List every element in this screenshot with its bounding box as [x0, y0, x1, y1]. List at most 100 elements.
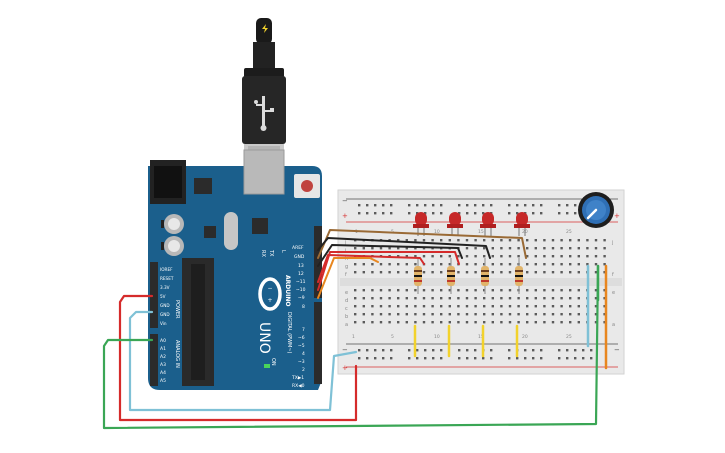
breadboard-hole[interactable] [543, 297, 546, 300]
breadboard-hole[interactable] [448, 313, 451, 316]
breadboard-hole[interactable] [500, 255, 503, 258]
breadboard-hole[interactable] [458, 204, 461, 207]
breadboard-hole[interactable] [508, 305, 512, 308]
breadboard-hole[interactable] [362, 297, 365, 300]
breadboard-hole[interactable] [526, 297, 529, 300]
breadboard-hole[interactable] [440, 255, 443, 258]
breadboard-hole[interactable] [457, 271, 460, 274]
breadboard-hole[interactable] [517, 313, 520, 316]
breadboard-hole[interactable] [526, 263, 529, 266]
breadboard-hole[interactable] [574, 204, 577, 207]
breadboard-hole[interactable] [474, 247, 477, 250]
breadboard-hole[interactable] [560, 263, 563, 266]
breadboard-hole[interactable] [508, 271, 512, 274]
breadboard-hole[interactable] [382, 357, 385, 360]
breadboard-hole[interactable] [474, 204, 477, 207]
breadboard-hole[interactable] [560, 239, 563, 242]
breadboard-hole[interactable] [500, 247, 503, 250]
breadboard-hole[interactable] [408, 357, 411, 360]
breadboard-hole[interactable] [569, 313, 572, 316]
breadboard-hole[interactable] [422, 271, 426, 274]
breadboard-hole[interactable] [574, 212, 577, 215]
breadboard-hole[interactable] [457, 305, 460, 308]
arduino-uno-board[interactable]: TX RX L − + ARDUINO UNO ON IOREF RESET 3… [148, 149, 322, 390]
wire-blue-gnd[interactable] [128, 310, 358, 412]
breadboard-hole[interactable] [517, 255, 520, 258]
breadboard-hole[interactable] [491, 313, 494, 316]
breadboard-hole[interactable] [431, 297, 434, 300]
breadboard-hole[interactable] [482, 204, 485, 207]
breadboard-hole[interactable] [379, 313, 383, 316]
breadboard-hole[interactable] [362, 289, 365, 292]
breadboard-hole[interactable] [474, 349, 477, 352]
breadboard-hole[interactable] [577, 239, 580, 242]
breadboard-hole[interactable] [379, 297, 383, 300]
breadboard-hole[interactable] [594, 239, 598, 242]
breadboard-hole[interactable] [405, 305, 408, 308]
breadboard-hole[interactable] [474, 305, 477, 308]
breadboard-hole[interactable] [414, 305, 417, 308]
breadboard-hole[interactable] [431, 255, 434, 258]
breadboard-hole[interactable] [543, 289, 546, 292]
breadboard-hole[interactable] [558, 212, 561, 215]
breadboard-hole[interactable] [483, 247, 486, 250]
breadboard-hole[interactable] [532, 204, 535, 207]
breadboard-hole[interactable] [431, 289, 434, 292]
breadboard-hole[interactable] [517, 247, 520, 250]
breadboard-hole[interactable] [540, 212, 543, 215]
breadboard-hole[interactable] [458, 357, 461, 360]
breadboard-hole[interactable] [379, 289, 383, 292]
breadboard-hole[interactable] [448, 239, 451, 242]
breadboard-hole[interactable] [405, 255, 408, 258]
breadboard-hole[interactable] [457, 297, 460, 300]
breadboard-hole[interactable] [582, 349, 585, 352]
breadboard-hole[interactable] [354, 297, 357, 300]
breadboard-hole[interactable] [590, 357, 593, 360]
breadboard-hole[interactable] [465, 289, 469, 292]
breadboard-hole[interactable] [500, 313, 503, 316]
breadboard-hole[interactable] [577, 263, 580, 266]
breadboard-hole[interactable] [551, 321, 555, 324]
breadboard-hole[interactable] [500, 239, 503, 242]
breadboard-hole[interactable] [458, 212, 461, 215]
breadboard-hole[interactable] [558, 349, 561, 352]
breadboard-hole[interactable] [569, 321, 572, 324]
breadboard-hole[interactable] [482, 212, 485, 215]
breadboard-hole[interactable] [422, 239, 426, 242]
breadboard-hole[interactable] [569, 289, 572, 292]
breadboard-hole[interactable] [508, 247, 512, 250]
breadboard-hole[interactable] [582, 357, 585, 360]
breadboard-hole[interactable] [577, 305, 580, 308]
breadboard-hole[interactable] [508, 239, 512, 242]
breadboard-hole[interactable] [508, 357, 511, 360]
breadboard-hole[interactable] [432, 357, 435, 360]
breadboard-hole[interactable] [448, 297, 451, 300]
breadboard-hole[interactable] [405, 263, 408, 266]
breadboard-hole[interactable] [566, 357, 569, 360]
breadboard-hole[interactable] [516, 204, 519, 207]
breadboard-hole[interactable] [474, 271, 477, 274]
breadboard-hole[interactable] [397, 255, 400, 258]
breadboard-hole[interactable] [532, 212, 535, 215]
breadboard-hole[interactable] [500, 305, 503, 308]
breadboard-hole[interactable] [569, 263, 572, 266]
breadboard-hole[interactable] [491, 239, 494, 242]
breadboard-holes[interactable] [354, 204, 606, 360]
breadboard-hole[interactable] [388, 289, 391, 292]
breadboard-hole[interactable] [388, 321, 391, 324]
wire-black-gnd[interactable] [317, 237, 491, 259]
breadboard-hole[interactable] [517, 321, 520, 324]
breadboard-hole[interactable] [414, 263, 417, 266]
breadboard-hole[interactable] [534, 263, 537, 266]
breadboard-hole[interactable] [551, 271, 555, 274]
breadboard-hole[interactable] [354, 305, 357, 308]
breadboard-hole[interactable] [440, 289, 443, 292]
breadboard-hole[interactable] [551, 255, 555, 258]
breadboard-hole[interactable] [457, 255, 460, 258]
breadboard-hole[interactable] [388, 305, 391, 308]
breadboard-hole[interactable] [500, 321, 503, 324]
breadboard-hole[interactable] [551, 239, 555, 242]
breadboard-hole[interactable] [465, 305, 469, 308]
breadboard-hole[interactable] [422, 289, 426, 292]
breadboard-hole[interactable] [422, 297, 426, 300]
